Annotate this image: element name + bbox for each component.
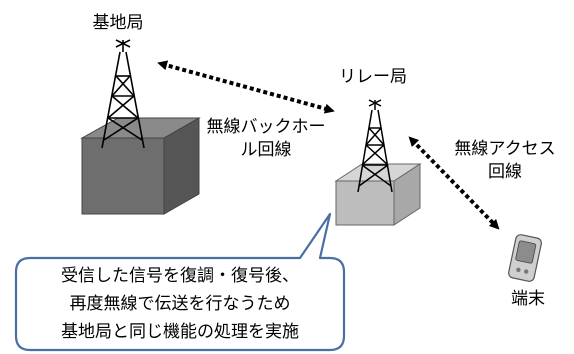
relay-tower-icon (357, 99, 393, 193)
handheld-terminal-icon (508, 234, 542, 282)
callout-text: 受信した信号を復調・復号後、 再度無線で伝送を行なうため 基地局と同じ機能の処理… (20, 262, 340, 346)
access-link-arrow (408, 136, 500, 230)
callout-bubble (14, 212, 346, 352)
base-tower-icon (101, 39, 145, 149)
backhaul-link-arrow (157, 60, 335, 114)
base-station-box (80, 117, 201, 215)
base-station-label: 基地局 (92, 13, 144, 33)
relay-station-label: リレー局 (339, 67, 407, 87)
callout-line-2: 再度無線で伝送を行なうため (69, 294, 291, 314)
backhaul-line-label: 無線バックホー ル回線 (206, 117, 326, 160)
terminal-label: 端末 (511, 289, 545, 309)
access-line-label: 無線アクセス 回線 (454, 139, 556, 182)
callout-line-1: 受信した信号を復調・復号後、 (61, 266, 299, 286)
callout-line-3: 基地局と同じ機能の処理を実施 (61, 322, 299, 342)
